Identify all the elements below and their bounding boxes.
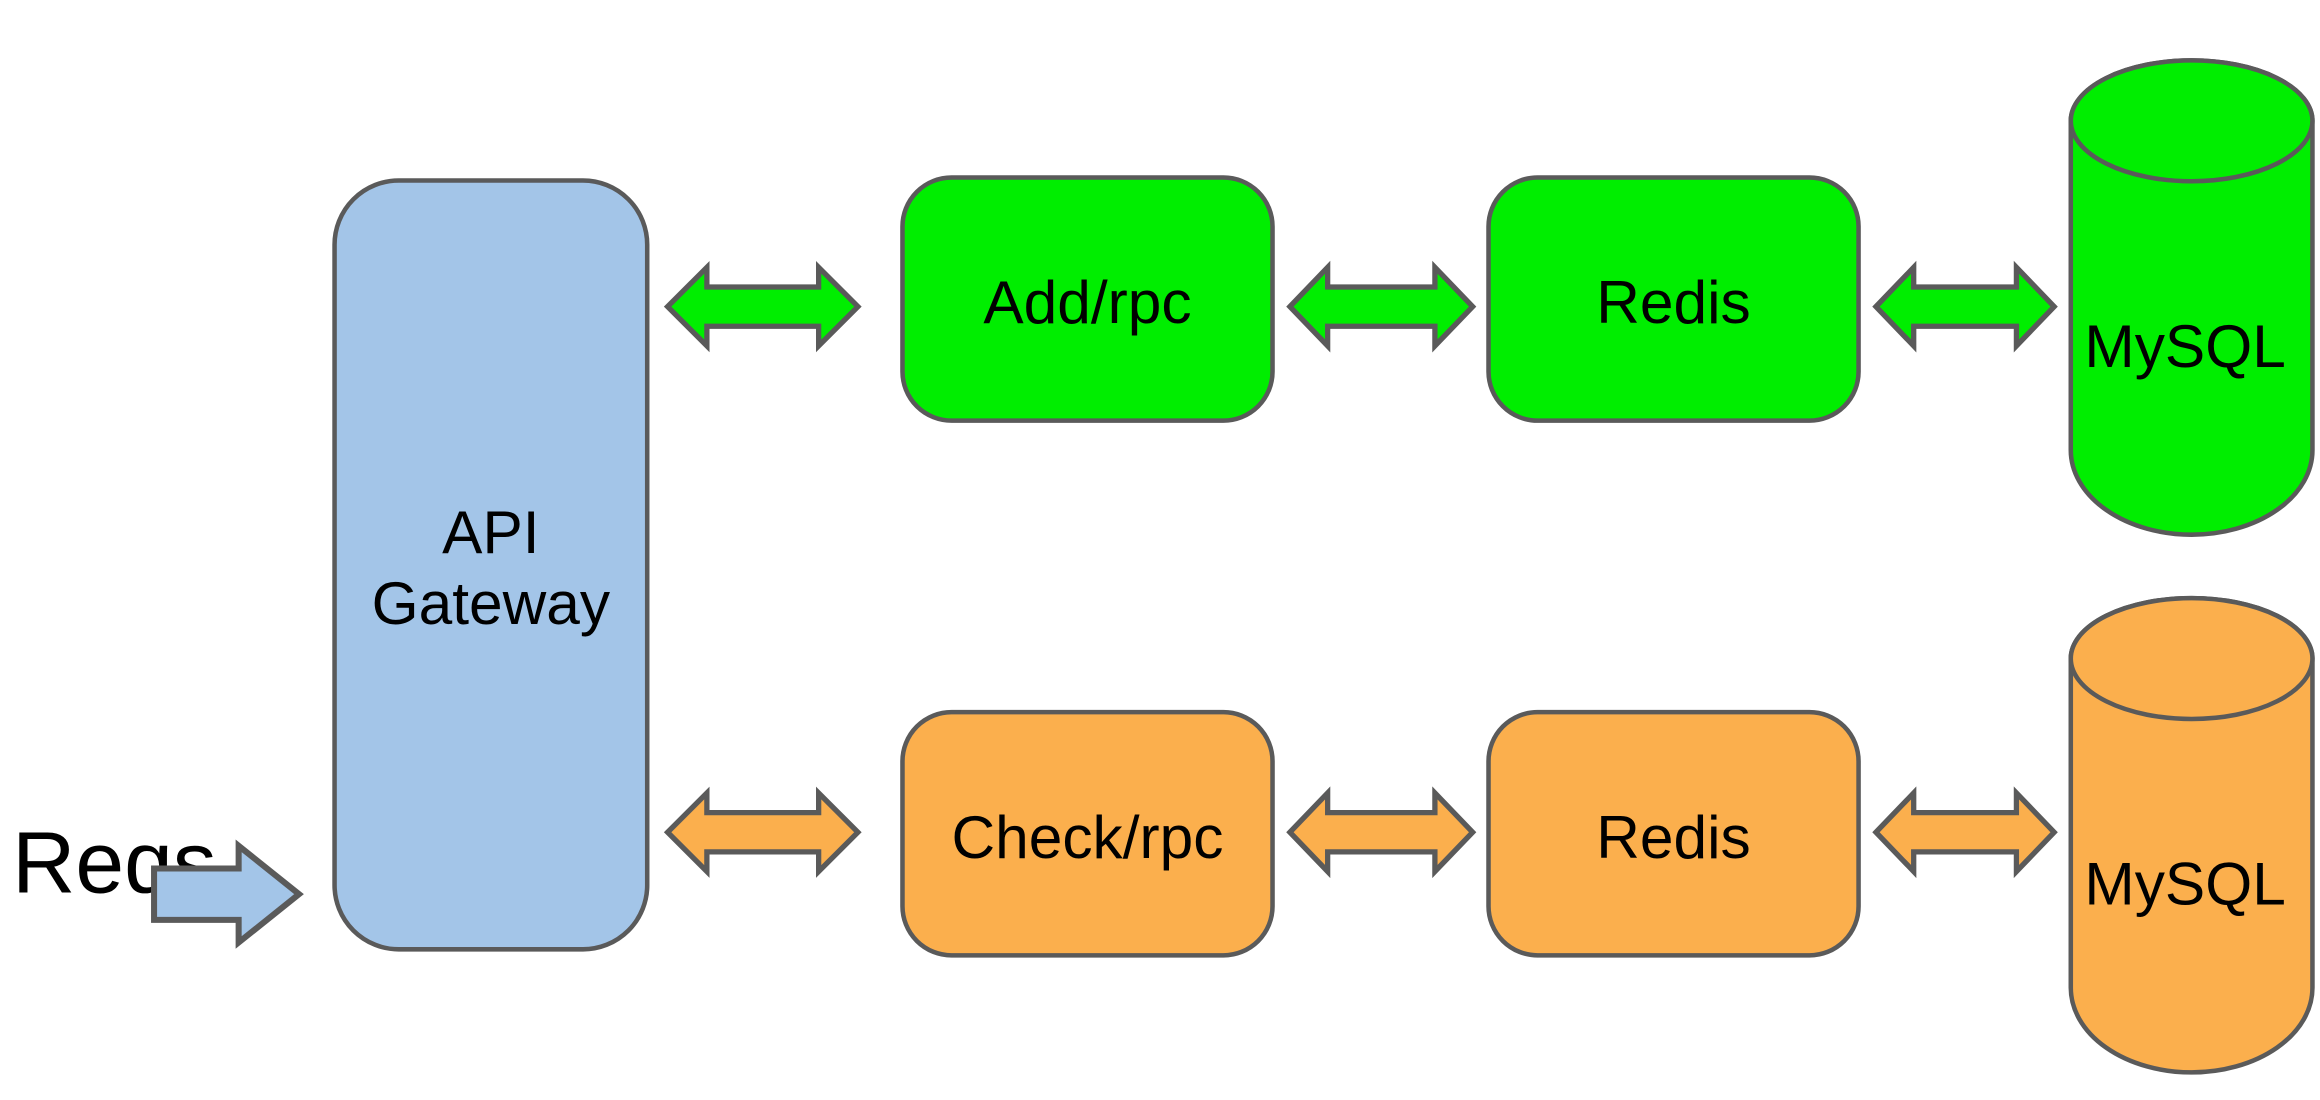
connector-addrpc-to-redis-green <box>1286 260 1477 353</box>
connector-redis-to-mysql-orange <box>1872 786 2058 879</box>
redis-node-orange[interactable] <box>1486 709 1861 958</box>
add-rpc-node[interactable] <box>900 175 1275 423</box>
connector-checkrpc-to-redis-orange <box>1286 786 1477 879</box>
check-rpc-node[interactable] <box>900 709 1275 958</box>
mysql-cylinder-green[interactable] <box>2066 54 2317 537</box>
reqs-inbound-arrow <box>151 839 304 949</box>
redis-node-green[interactable] <box>1486 175 1861 423</box>
connector-gateway-to-checkrpc <box>663 786 862 878</box>
mysql-cylinder-orange[interactable] <box>2066 592 2317 1075</box>
connector-gateway-to-addrpc <box>663 260 862 353</box>
connector-redis-to-mysql-green <box>1872 260 2058 353</box>
api-gateway-node[interactable] <box>332 178 650 952</box>
